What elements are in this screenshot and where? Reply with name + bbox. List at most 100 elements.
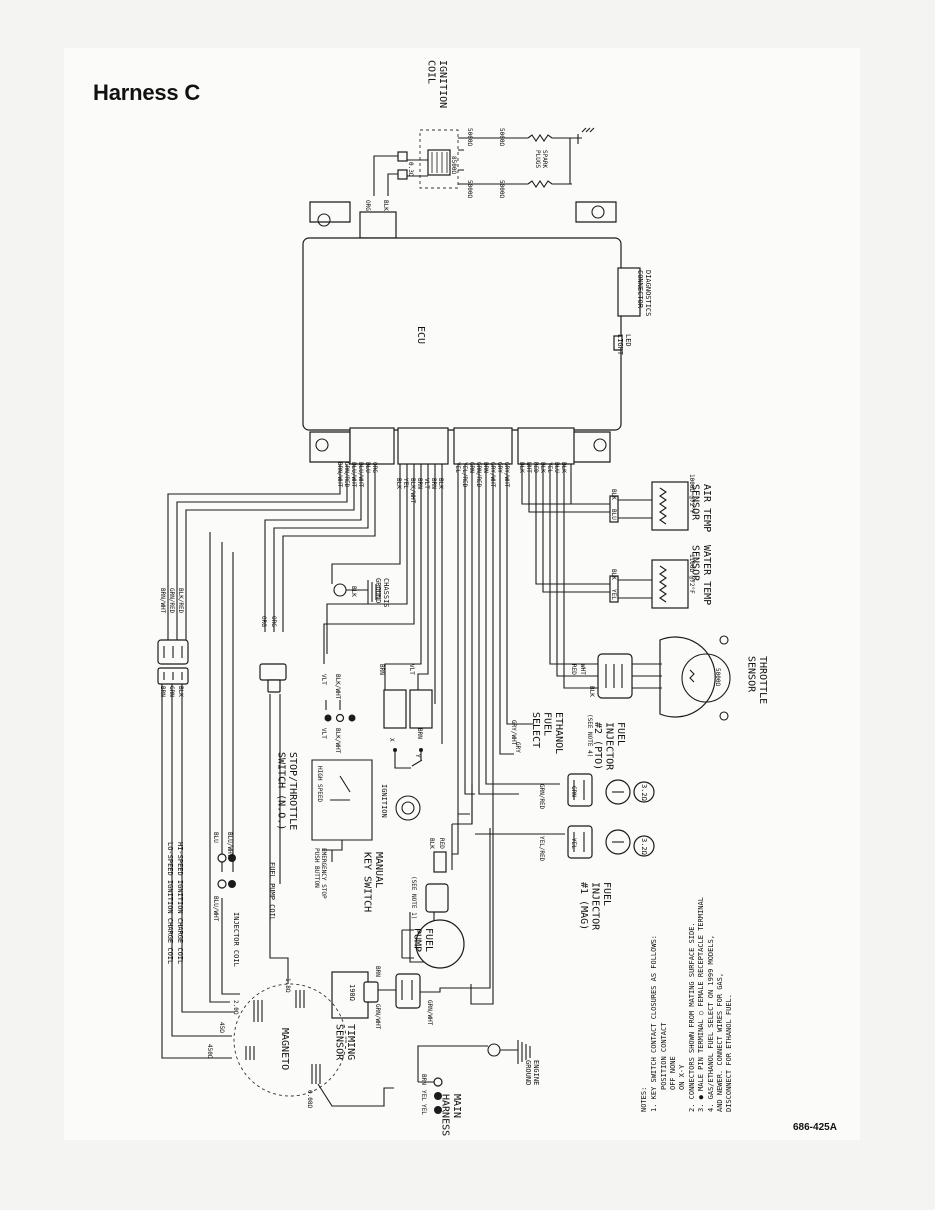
inj-coil-wire-0: BLU [212, 832, 219, 843]
ethanol-select [499, 723, 534, 755]
inj2-res: 3.2Ω [640, 784, 648, 801]
switch-y: Y [414, 754, 421, 758]
coil-primary-res: 0.3Ω [407, 162, 414, 177]
document-number: 686-425A [793, 1122, 837, 1133]
throttle-sensor [597, 635, 731, 721]
air-wire-0: BLK [610, 489, 617, 500]
ecu-connector-c [453, 427, 513, 465]
chassis-ground [333, 580, 381, 604]
stop-wire-b0: VLT [320, 728, 327, 739]
coil-terminal-1 [397, 151, 408, 162]
pump-wire-1: RED [438, 838, 445, 849]
chassis-ground-label: CHASSISGROUND [374, 578, 390, 608]
plug-lead-4: 5000Ω [498, 180, 505, 198]
injector-coil-connectors [217, 853, 236, 889]
timing-wire-0: BRN [374, 966, 381, 977]
throttle-wire-1: WHT [579, 664, 586, 675]
lo-speed-coil-label: LO-SPEED IGNITION CHARGE COIL [166, 842, 174, 964]
coil-secondary-res: 8500Ω [450, 156, 457, 174]
notes-header: NOTES: [640, 1087, 648, 1112]
hi-coil-res: 45Ω [218, 1022, 225, 1033]
high-speed-label: HIGH SPEED [316, 766, 323, 803]
key-switch-label: MANUALKEY SWITCH [362, 852, 385, 912]
main-harness-label: MAINHARNESS [440, 1094, 463, 1136]
fuel-injector-1 [567, 825, 655, 859]
ecu-b-5: BRN [430, 478, 437, 489]
emergency-stop-label: EMERGENCY STOPPUSH BUTTON [313, 848, 327, 899]
ecu-body [302, 237, 622, 431]
ecu-wire-labels: BRN/WHT GRN/RED BLU/WHT BLU/WHT BLU ORG … [336, 462, 567, 504]
ethanol-wire-1: GRY [514, 742, 521, 753]
hi-speed-coil-label: HI-SPEED IGNITION CHARGE COIL [176, 842, 184, 964]
throttle-res: 5000Ω [714, 668, 721, 686]
engine-ground-label: ENGINEGROUND [524, 1060, 540, 1085]
stop-wire-b1: BLK/WHT [334, 728, 341, 754]
stop-switch-label: STOP/THROTTLESWITCH (N.O.) [276, 752, 299, 830]
ignition-coil [397, 127, 595, 189]
water-temp-sensor [609, 559, 689, 609]
ignition-coil-label: IGNITIONCOIL [426, 60, 449, 108]
ecu-b-3: BRN [416, 478, 423, 489]
throttle-label: THROTTLESENSOR [746, 656, 769, 704]
charge-wire-0: BRN/WHT [159, 588, 166, 614]
spark-plugs-label: SPARKPLUGS [534, 150, 548, 168]
inj2-wire-1: GRN [570, 786, 577, 797]
ethanol-wire-0: GRY/WHT [510, 720, 517, 746]
stop-wire-1: BLK/WHT [334, 674, 341, 700]
main-wire-2: YEL [420, 1104, 427, 1115]
ecu-connector-a [349, 427, 395, 465]
throttle-wire-0: RED [570, 664, 577, 675]
notes: NOTES: 1. KEY SWITCH CONTACT CLOSURES AS… [640, 897, 733, 1112]
plug-lead-1: 5000Ω [466, 128, 473, 146]
ecu-b-4: VLT [423, 478, 430, 489]
ignition-label: IGNITION [380, 784, 388, 818]
lighting-res: 0.08Ω [306, 1090, 313, 1108]
key-wire-b0: BRN [416, 728, 423, 739]
air-temp-sensor [609, 481, 689, 531]
fuel-injector-1-label: FUELINJECTOR#1 (MAG) [578, 882, 612, 931]
note-1-row2: ON X-Y [678, 1064, 686, 1090]
timing-wire-b0: GRN/WHT [426, 1000, 433, 1026]
fuel-pump-coil-connector [259, 663, 287, 693]
ecu-b-6: BLK [437, 478, 444, 489]
charge-wire-b0: BRN [159, 686, 166, 697]
led-label: LEDLIGHT [616, 334, 632, 356]
ecu-module [302, 201, 641, 465]
charge-wire-b2: BLK [177, 686, 184, 697]
water-wire-1: YEL [610, 589, 617, 600]
harness-wires [161, 464, 611, 1059]
water-wire-0: BLK [610, 569, 617, 580]
ethanol-label: ETHANOLFUELSELECT [530, 712, 564, 754]
fuel-pump-coil-label: FUEL PUMP COIL [268, 862, 276, 921]
pump-coil-wire-1: ORG [270, 616, 277, 627]
ecu-b-2: BLK/WHT [409, 478, 416, 504]
inj-coil-wire-b0: BLU/WHT [212, 896, 219, 922]
pump-wire-0: BLK [428, 838, 435, 849]
fuel-injector-2-label: FUELINJECTOR#2 (PTO) [592, 722, 626, 771]
note-4a: 4. GAS/ETHANOL FUEL SELECT ON 1999 MODEL… [707, 935, 715, 1112]
magneto-label: MAGNETO [279, 1028, 290, 1070]
inj1-wire-1: YEL [570, 838, 577, 849]
lo-coil-res: 450Ω [206, 1044, 213, 1059]
note-3: 3. ● MALE PIN TERMINAL ○ FEMALE RECEPTAC… [697, 897, 705, 1112]
air-temp-label: AIR TEMPSENSOR [690, 484, 713, 532]
coil-wire-1: BLK [382, 200, 389, 211]
inj1-wire-0: YEL/RED [538, 836, 545, 862]
ecu-b-1: YEL [402, 478, 409, 489]
switch-x: X [388, 738, 395, 742]
key-note: (SEE NOTE 1) [410, 876, 417, 919]
inj2-wire-0: GRN/RED [538, 784, 545, 810]
diagnostics-label: DIAGNOSTICSCONNECTOR [636, 270, 652, 316]
note-1-row1: OFF NONE [669, 1056, 677, 1090]
stop-throttle-switch [311, 700, 373, 862]
magneto [233, 983, 394, 1107]
plug-lead-2: 5000Ω [498, 128, 505, 146]
charge-wire-2: BLK/RED [177, 588, 184, 614]
ecu-b-0: BLK [395, 478, 402, 489]
key-wire-0: BRN [378, 664, 385, 675]
air-wire-1: BLU [610, 509, 617, 520]
coil-terminal-2 [397, 169, 408, 180]
pump-coil-res: 1.8Ω [284, 978, 291, 993]
inj-coil-wire-1: BLU/WHT [226, 832, 233, 858]
water-temp-res: 1100Ω @72°F [688, 554, 695, 594]
